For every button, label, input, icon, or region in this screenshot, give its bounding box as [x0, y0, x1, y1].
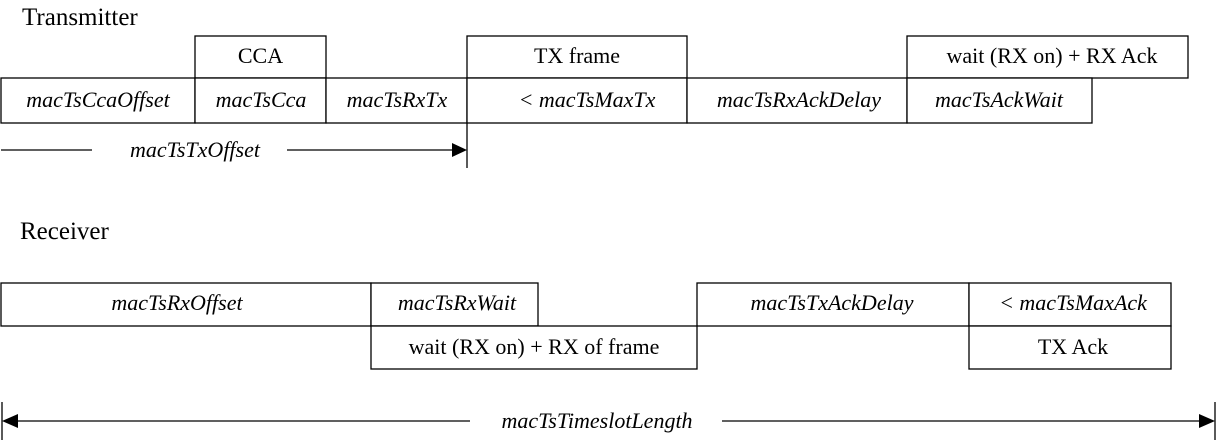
timeslot-length-arrow: [1, 402, 1216, 440]
rx-max-ack-label: < macTsMaxAck: [999, 290, 1148, 315]
tx-max-tx-label: < macTsMaxTx: [519, 87, 656, 112]
tx-ack-wait-label: macTsAckWait: [935, 87, 1064, 112]
rx-frame-box: [370, 325, 698, 370]
rx-offset-box: [0, 282, 372, 327]
tx-cca-time-box: [194, 77, 327, 124]
tx-max-tx-box: [466, 77, 688, 124]
rx-tx-ack-label: TX Ack: [1038, 334, 1108, 359]
tx-rx-ack-box: [906, 35, 1189, 79]
rx-offset-label: macTsRxOffset: [111, 290, 243, 315]
rx-max-ack-box: [968, 282, 1172, 327]
tx-frame-label: TX frame: [534, 43, 620, 68]
rx-tx-ack-box: [968, 325, 1172, 370]
tx-rx-ack-delay-box: [686, 77, 908, 124]
tx-rx-tx-label: macTsRxTx: [347, 87, 448, 112]
rx-tx-ack-delay-box: [696, 282, 970, 327]
transmitter-heading: Transmitter: [22, 4, 138, 31]
tx-cca-label: CCA: [238, 43, 283, 68]
tx-rx-tx-box: [325, 77, 468, 124]
tx-offset-arrow: [1, 123, 468, 168]
tx-cca-box: [194, 35, 327, 79]
timeslot-length-label: macTsTimeslotLength: [501, 408, 692, 433]
receiver-heading: Receiver: [20, 218, 110, 245]
tx-rx-ack-label: wait (RX on) + RX Ack: [947, 43, 1158, 68]
tx-ack-wait-box: [906, 77, 1093, 124]
tx-cca-time-label: macTsCca: [216, 87, 307, 112]
tx-rx-ack-delay-label: macTsRxAckDelay: [717, 87, 881, 112]
tx-frame-box: [466, 35, 688, 79]
tx-offset-label: macTsTxOffset: [130, 137, 261, 162]
rx-tx-ack-delay-label: macTsTxAckDelay: [751, 290, 914, 315]
rx-frame-label: wait (RX on) + RX of frame: [409, 334, 660, 359]
rx-wait-box: [370, 282, 539, 327]
tx-cca-offset-label: macTsCcaOffset: [26, 87, 170, 112]
rx-wait-label: macTsRxWait: [398, 290, 517, 315]
